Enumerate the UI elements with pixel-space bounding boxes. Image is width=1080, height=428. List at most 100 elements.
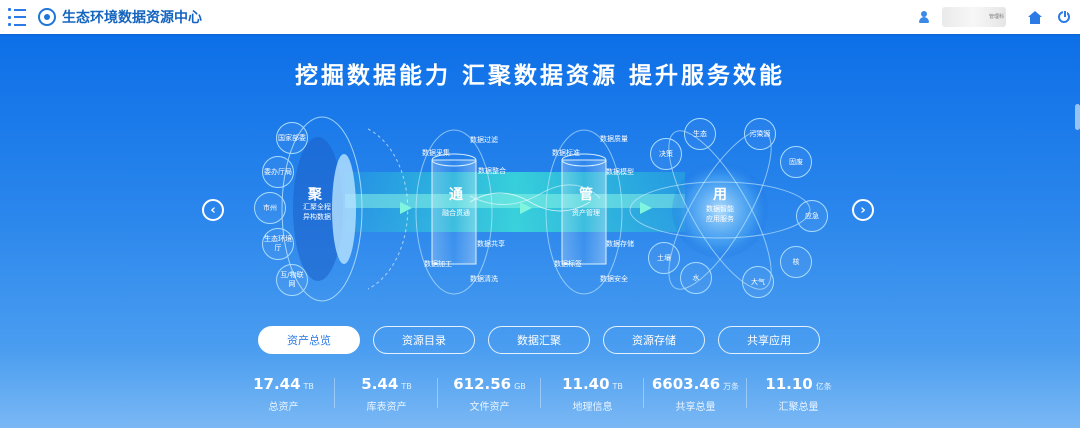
ju-subtitle: 汇聚全程异构数据 [303, 203, 331, 221]
stat-divider [437, 378, 438, 408]
stat-name: 库表资产 [366, 402, 407, 413]
banner: 挖掘数据能力 汇聚数据资源 提升服务效能 [0, 34, 1080, 428]
tab-asset-overview[interactable]: 资产总览 [258, 326, 360, 354]
ju-title: 聚 [308, 187, 322, 203]
stat-unit: TB [401, 382, 412, 391]
app-node: 固废 [780, 146, 812, 178]
tab-data-aggregation[interactable]: 数据汇聚 [488, 326, 590, 354]
flow-arrow [520, 202, 532, 214]
home-icon[interactable] [1028, 10, 1042, 24]
data-flow-diagram [281, 116, 811, 302]
app-node: 大气 [742, 266, 774, 298]
guan-title: 管 [579, 187, 593, 203]
source-node: 国家部委 [276, 122, 308, 154]
stat-value: 612.56 [453, 375, 512, 393]
source-node: 互/物联网 [276, 264, 308, 296]
stat-divider [334, 378, 335, 408]
user-org-text: 管理科 [988, 14, 1004, 20]
stat-unit: 亿条 [815, 382, 832, 391]
tab-bar: 资产总览 资源目录 数据汇聚 资源存储 共享应用 [258, 326, 833, 354]
flow-arrow [400, 202, 412, 214]
stat-divider [643, 378, 644, 408]
header-actions: 管理科 [918, 0, 1070, 34]
ju-disk [293, 137, 343, 281]
stat-value: 5.44 [361, 375, 399, 393]
ju-dash [367, 128, 409, 290]
tong-subtitle: 融合贯通 [442, 209, 470, 217]
yong-sphere [672, 162, 768, 258]
stat-name: 文件资产 [469, 402, 510, 413]
tab-resource-storage[interactable]: 资源存储 [603, 326, 705, 354]
app-node: 核 [780, 246, 812, 278]
guan-label: 数据存储 [606, 240, 634, 248]
stat-divider [746, 378, 747, 408]
menu-icon[interactable] [8, 8, 28, 26]
stat-value: 11.10 [765, 375, 813, 393]
source-node: 生态环境厅 [262, 228, 294, 260]
source-node: 市州 [254, 192, 286, 224]
banner-slogan: 挖掘数据能力 汇聚数据资源 提升服务效能 [294, 63, 785, 89]
stat-name: 共享总量 [675, 402, 716, 413]
yong-subtitle: 数据智能应用服务 [706, 205, 734, 223]
stat-unit: TB [612, 382, 623, 391]
stat-name: 汇聚总量 [778, 402, 819, 413]
guan-label: 数据质量 [600, 135, 628, 143]
app-node: 应急 [796, 200, 828, 232]
guan-label: 数据标准 [552, 149, 580, 157]
guan-label: 数据标签 [554, 260, 582, 268]
tong-label: 数据采集 [422, 149, 450, 157]
tong-cylinder [431, 159, 477, 265]
tab-shared-application[interactable]: 共享应用 [718, 326, 820, 354]
tong-title: 通 [449, 187, 463, 203]
guan-label: 数据安全 [600, 275, 628, 283]
ju-core [332, 154, 356, 264]
tong-label: 数据清洗 [470, 275, 498, 283]
tong-label: 数据整合 [478, 167, 506, 175]
guan-label: 数据模型 [606, 168, 634, 176]
stat-value: 11.40 [562, 375, 610, 393]
stat-value: 17.44 [253, 375, 301, 393]
tong-ring [415, 129, 493, 295]
next-slide-button[interactable]: › [852, 199, 874, 221]
guan-ring [545, 129, 623, 295]
user-info[interactable]: 管理科 [942, 7, 1006, 27]
app-node: 污染源 [744, 118, 776, 150]
user-icon[interactable] [918, 11, 930, 23]
tong-label: 数据过滤 [470, 136, 498, 144]
stat-divider [540, 378, 541, 408]
prev-slide-button[interactable]: ‹ [202, 199, 224, 221]
power-icon[interactable] [1058, 10, 1070, 23]
flow-arrow [640, 202, 652, 214]
source-node: 委办厅局 [262, 156, 294, 188]
tong-cap [431, 153, 477, 167]
tab-resource-catalog[interactable]: 资源目录 [373, 326, 475, 354]
app-node: 土壤 [648, 242, 680, 274]
stat-value: 6603.46 [651, 375, 721, 393]
app-node: 水 [680, 262, 712, 294]
stat-unit: TB [303, 382, 314, 391]
stat-unit: 万条 [723, 382, 740, 391]
stat-name: 地理信息 [572, 402, 613, 413]
guan-cap [561, 153, 607, 167]
top-bar: 生态环境数据资源中心 管理科 [0, 0, 1080, 34]
tong-label: 数据加工 [424, 260, 452, 268]
app-node: 生态 [684, 118, 716, 150]
tong-label: 数据共享 [477, 240, 505, 248]
guan-subtitle: 资产管理 [572, 209, 600, 217]
stat-name: 总资产 [268, 402, 299, 413]
logo-icon [38, 8, 56, 26]
yong-title: 用 [713, 187, 727, 203]
guan-cylinder [561, 159, 607, 265]
scrollbar-thumb[interactable] [1075, 104, 1080, 130]
stat-unit: GB [514, 382, 526, 391]
app-title: 生态环境数据资源中心 [62, 10, 202, 26]
app-node: 决策 [650, 138, 682, 170]
